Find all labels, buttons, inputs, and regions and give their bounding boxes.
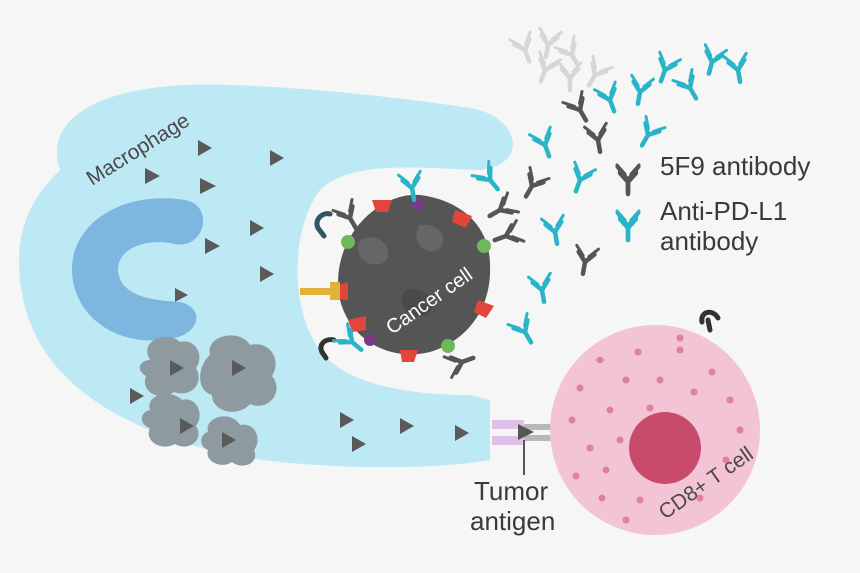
pd1-receptor-tcell	[699, 309, 721, 333]
pdl1-markers	[341, 235, 491, 353]
free-antibodies-5f9	[484, 92, 639, 276]
triangle-antigen-icon	[130, 140, 469, 452]
legend-pdl1-label-line2: antibody	[660, 226, 758, 256]
antibody-anti-pd-l1-icon	[617, 213, 639, 240]
antibody-5f9-icon	[617, 167, 639, 194]
faded-antibodies	[510, 28, 612, 91]
tumor-antigen-label-line1: Tumor	[474, 476, 548, 506]
sirpa-receptor	[300, 282, 340, 300]
legend-pdl1-label-line1: Anti-PD-L1	[660, 196, 787, 226]
legend-5f9-label: 5F9 antibody	[660, 151, 810, 181]
mhc-tcr-complex	[492, 420, 552, 475]
pd1-receptor-macrophage-2	[318, 337, 337, 361]
cancer-cell	[338, 194, 491, 355]
macrophage-nucleus	[71, 198, 204, 341]
tumor-antigen-label-line2: antigen	[470, 506, 555, 536]
tumor-antigen-icon	[518, 424, 534, 440]
cd8-t-cell	[550, 325, 760, 535]
digested-cells	[139, 335, 277, 466]
t-cell-nucleus	[629, 412, 701, 484]
pd1-receptor-macrophage	[314, 211, 333, 239]
